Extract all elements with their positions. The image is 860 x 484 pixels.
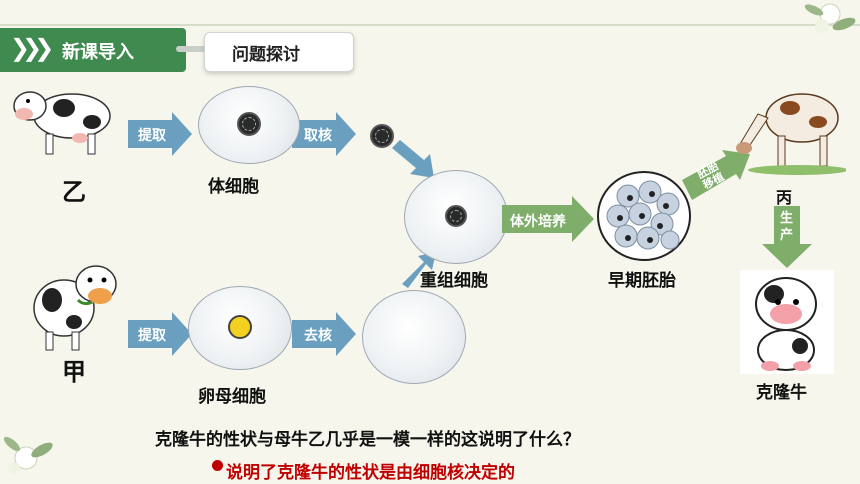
- somatic-cell-label: 体细胞: [208, 177, 259, 197]
- remove-nucleus-label: 去核: [304, 328, 332, 344]
- early-embryo-label: 早期胚胎: [608, 271, 676, 291]
- topic-button[interactable]: [204, 32, 354, 72]
- flower-decoration-icon: [804, 3, 856, 33]
- cow-a-label: 甲: [62, 358, 86, 386]
- produce-arrow: [762, 206, 812, 268]
- somatic-nucleus: [237, 112, 261, 136]
- nucleus-transfer-arrow: [392, 140, 434, 178]
- egg-nucleus: [228, 315, 252, 339]
- produce-label: 生 产: [780, 211, 794, 243]
- in-vitro-culture-label: 体外培养: [510, 214, 566, 230]
- cloned-cow-icon: [740, 270, 834, 374]
- extract-arrow-bottom: [128, 312, 192, 356]
- extract-arrow-top: [128, 112, 192, 156]
- cow-a-icon: [33, 265, 117, 351]
- embryo-transfer-arrow: [682, 150, 750, 200]
- remove-nucleus-arrow: [292, 312, 356, 356]
- cow-b-icon: [13, 91, 111, 155]
- tab-connector: [176, 46, 206, 52]
- take-nucleus-arrow: [292, 112, 356, 156]
- extracted-nucleus: [370, 124, 394, 148]
- cow-c-label: 丙: [776, 188, 793, 207]
- chevrons-icon: ❯❯❯: [10, 34, 54, 62]
- topic-label: 问题探讨: [232, 45, 300, 65]
- cloned-cow-label: 克隆牛: [756, 383, 807, 403]
- recombined-nucleus: [445, 205, 467, 227]
- extract-label-bottom: 提取: [138, 328, 166, 344]
- top-divider: [0, 24, 860, 26]
- bullet-icon: [212, 460, 223, 471]
- question-text: 克隆牛的性状与母牛乙几乎是一模一样的这说明了什么？: [155, 430, 580, 450]
- extract-label-top: 提取: [138, 128, 166, 144]
- in-vitro-culture-arrow: [502, 196, 594, 242]
- recombined-cell-label: 重组细胞: [420, 271, 488, 291]
- section-tab[interactable]: [0, 28, 186, 72]
- enucleated-cell: [362, 290, 466, 384]
- cow-c-icon: [736, 93, 846, 175]
- answer-text: 说明了克隆牛的性状是由细胞核决定的: [226, 463, 515, 483]
- egg-cell-label: 卵母细胞: [198, 387, 266, 407]
- early-embryo: [597, 171, 691, 261]
- cow-b-label: 乙: [62, 178, 86, 206]
- take-nucleus-label: 取核: [304, 128, 332, 144]
- section-label: 新课导入: [62, 42, 134, 63]
- enucleated-transfer-arrow: [402, 252, 436, 288]
- recombined-cell: [404, 170, 508, 264]
- flower-decoration-icon: [3, 436, 53, 474]
